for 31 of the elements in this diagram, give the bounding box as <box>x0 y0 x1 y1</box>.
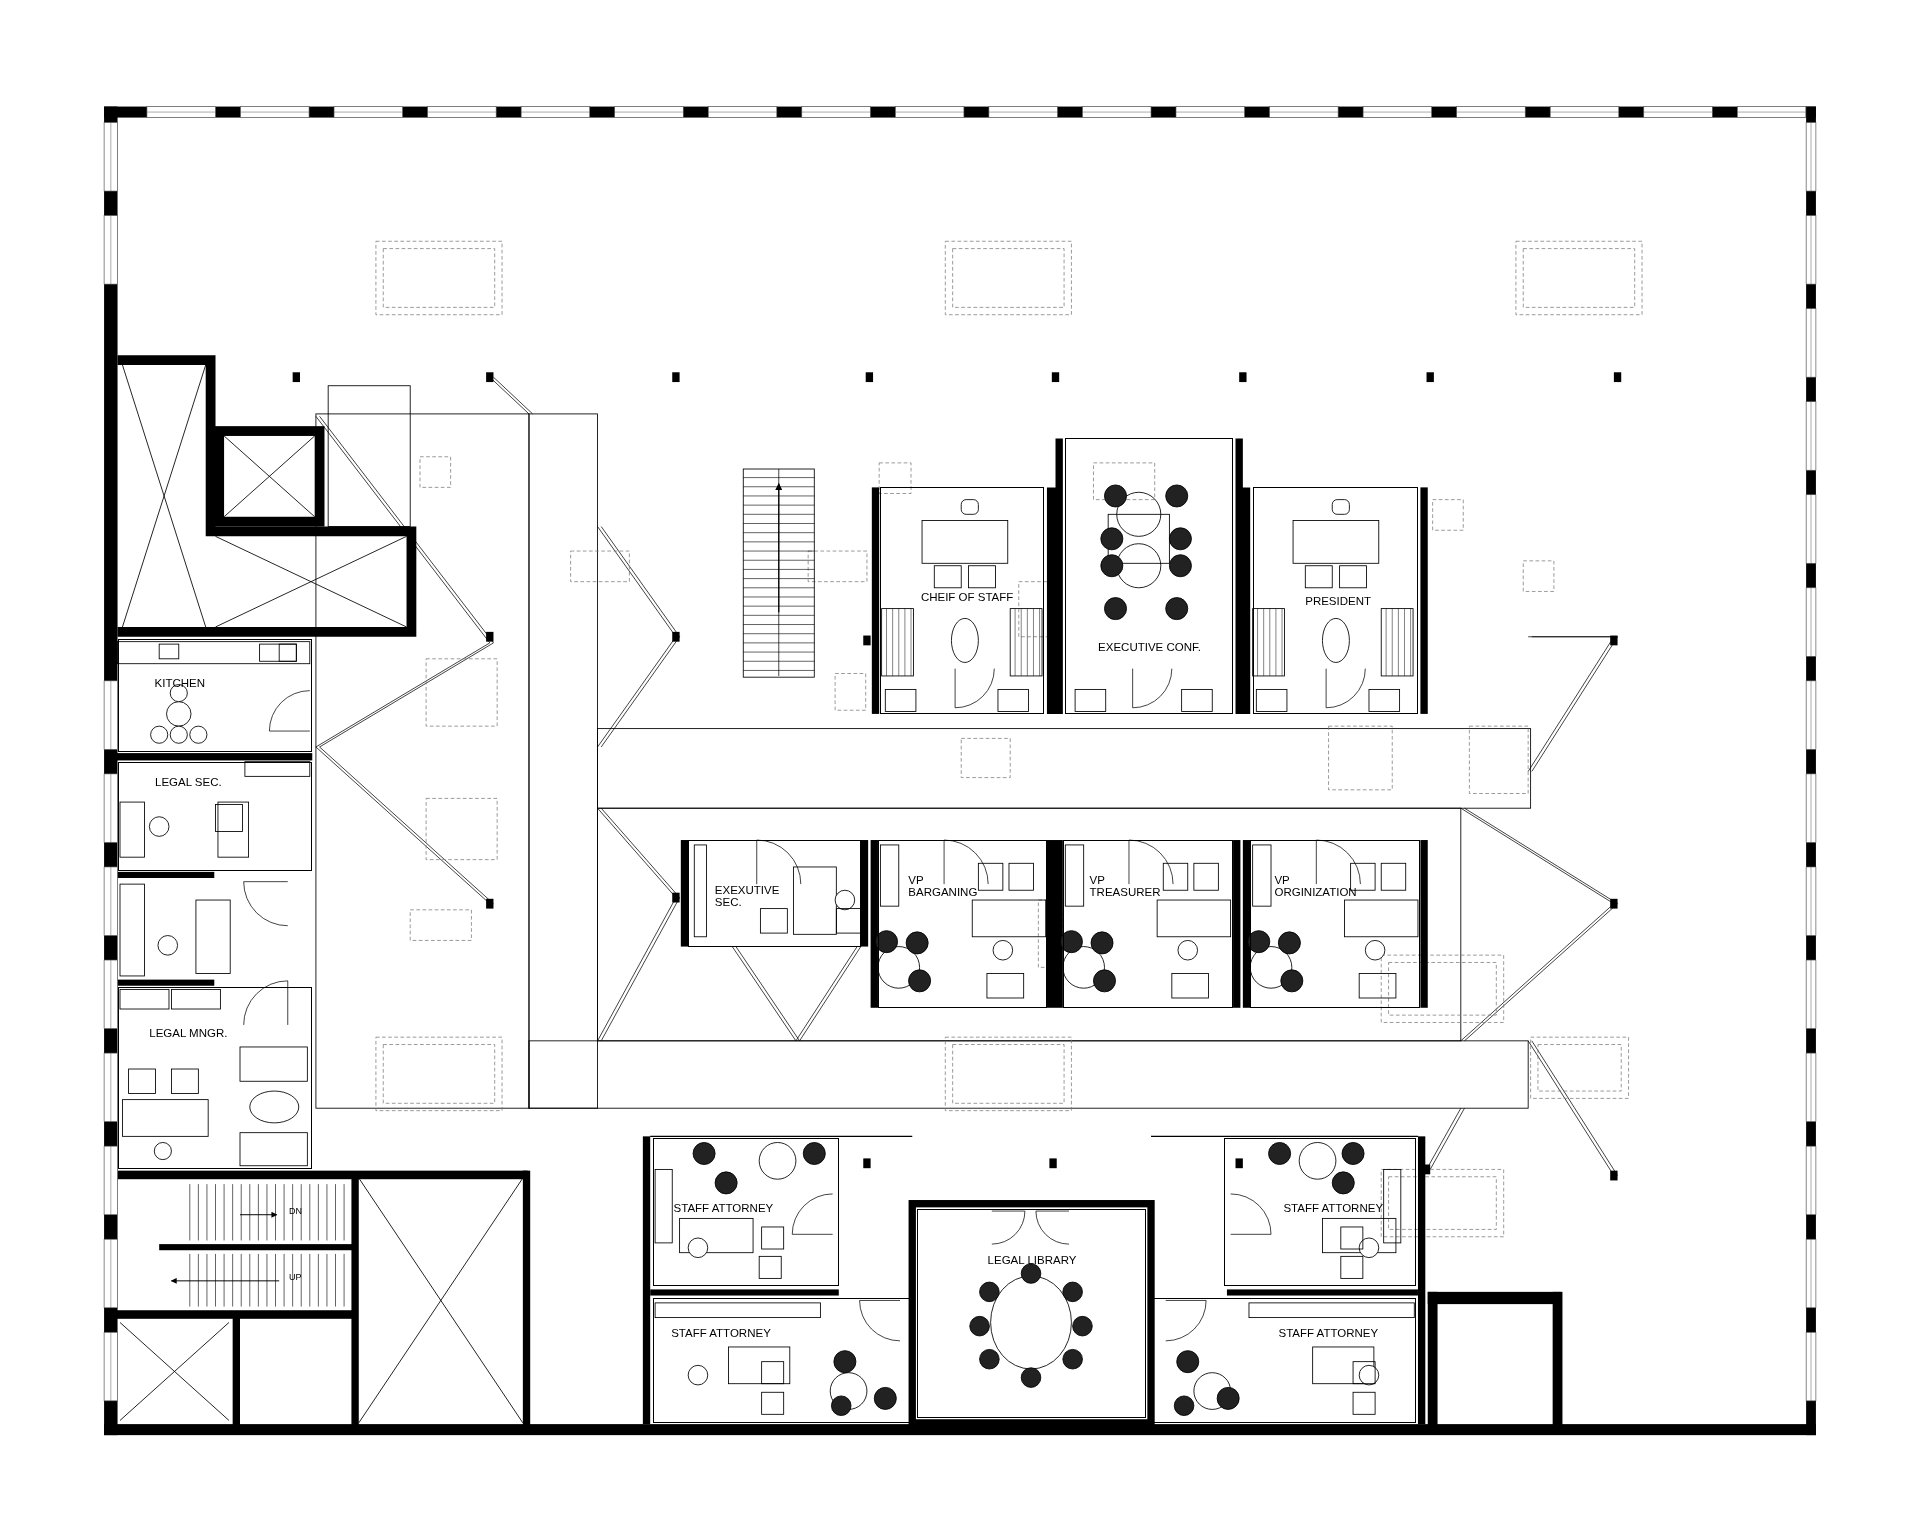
room-label: EXEXUTIVE SEC. <box>714 883 780 909</box>
room-label: STAFF ATTORNEY <box>1278 1327 1379 1340</box>
room-label: LEGAL MNGR. <box>149 1027 228 1040</box>
room-outline <box>1062 840 1234 1008</box>
stair-direction-label: DN <box>288 1207 302 1218</box>
room-outline <box>688 840 861 947</box>
room-label: EXECUTIVE CONF. <box>1098 641 1201 654</box>
room-label: LEGAL LIBRARY <box>987 1253 1077 1267</box>
room-outline <box>1151 1297 1416 1423</box>
room-outline <box>1224 1137 1416 1286</box>
room-label: LEGAL SEC. <box>155 776 222 789</box>
room-outline <box>1250 840 1421 1008</box>
room-outline <box>1065 438 1234 714</box>
room-outline <box>917 1208 1147 1418</box>
room-label: KITCHEN <box>154 676 205 690</box>
room-label: PRESIDENT <box>1305 594 1372 608</box>
room-label: STAFF ATTORNEY <box>673 1202 774 1215</box>
room-outline <box>1252 487 1418 714</box>
room-label: VP ORGINIZATION <box>1274 874 1357 899</box>
room-outline <box>652 1137 839 1286</box>
room-label: VP TREASURER <box>1089 874 1161 899</box>
room-label: VP BARGANING <box>908 874 978 899</box>
room-label: STAFF ATTORNEY <box>671 1327 771 1340</box>
room-outline <box>117 639 313 752</box>
room-label: STAFF ATTORNEY <box>1283 1202 1384 1215</box>
room-label: CHEIF OF STAFF <box>920 591 1014 604</box>
room-outline <box>117 761 313 871</box>
room-outline <box>880 487 1045 714</box>
stair-direction-label: UP <box>288 1273 302 1284</box>
room-outline <box>877 840 1047 1008</box>
room-outline <box>117 986 313 1170</box>
